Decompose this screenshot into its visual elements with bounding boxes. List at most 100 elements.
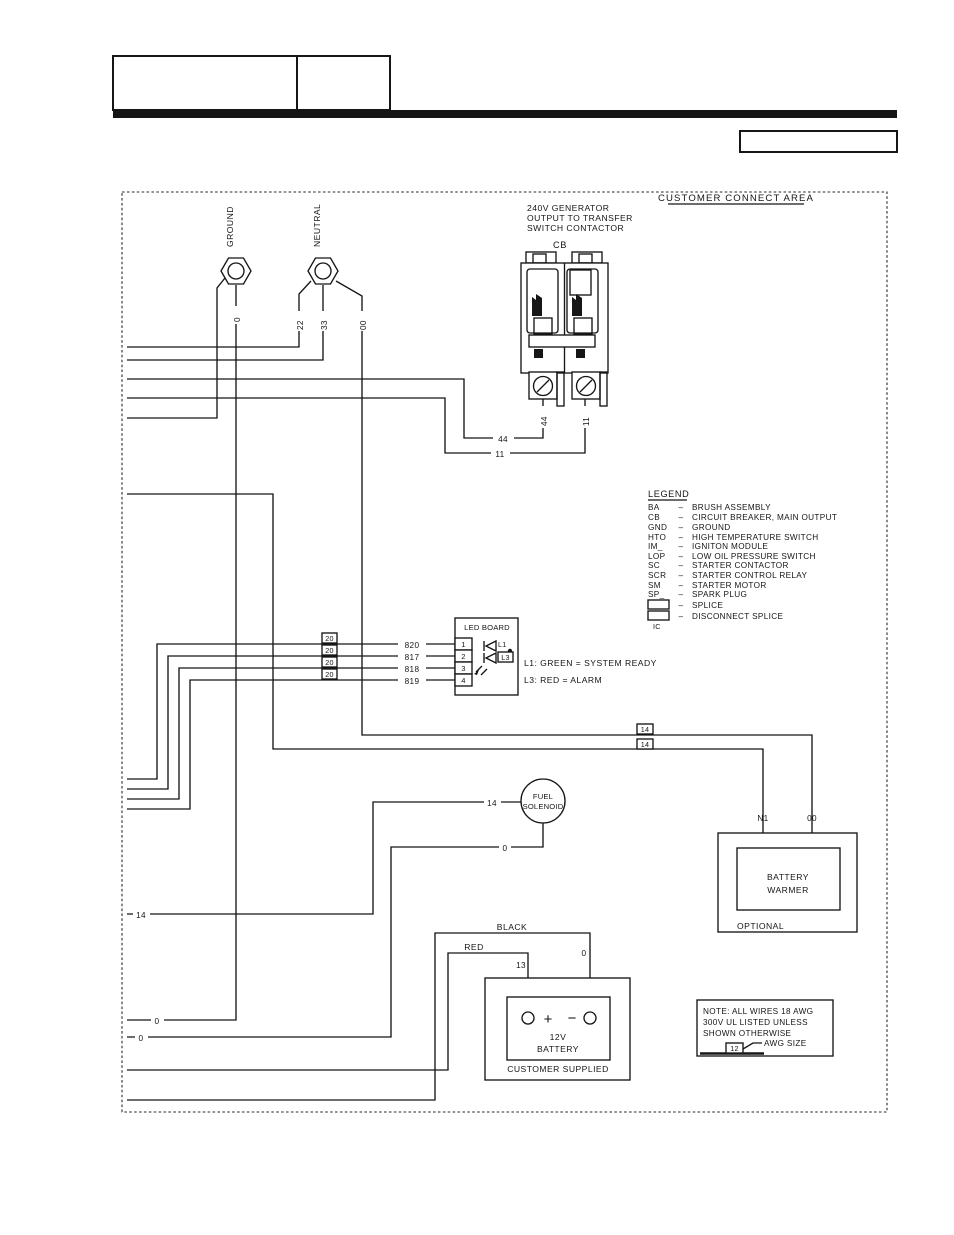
cb-stub-right bbox=[599, 371, 608, 407]
wire-label-0-battery: 0 bbox=[582, 949, 587, 958]
led-board-title: LED BOARD bbox=[464, 623, 510, 632]
legend-sep: – bbox=[679, 552, 684, 561]
wire-labels: 0 22 33 00 44 11 44 11 820 817 818 819 2… bbox=[133, 306, 817, 1043]
plate-44v bbox=[537, 406, 549, 428]
ground-label: GROUND bbox=[225, 206, 235, 247]
legend-desc: HIGH TEMPERATURE SWITCH bbox=[692, 533, 818, 542]
wire-0-fuel-solenoid bbox=[127, 823, 544, 1038]
awg20-box-3 bbox=[321, 656, 338, 668]
led-note-l1: L1: GREEN = SYSTEM READY bbox=[524, 658, 657, 668]
wire-817 bbox=[127, 655, 455, 790]
led-l3-tag-box bbox=[497, 651, 514, 663]
battery-warmer-line2: WARMER bbox=[767, 885, 809, 895]
led-l1-diode-icon bbox=[484, 639, 497, 653]
battery-plus-sign: + bbox=[544, 1011, 553, 1028]
plate-11h bbox=[491, 448, 510, 458]
wire-22 bbox=[127, 280, 312, 348]
legend-sep: – bbox=[679, 601, 684, 610]
awg-note: NOTE: ALL WIRES 18 AWG 300V UL LISTED UN… bbox=[696, 999, 834, 1057]
legend-sep: – bbox=[679, 571, 684, 580]
area-title-text: CUSTOMER CONNECT AREA bbox=[658, 193, 814, 204]
wire-label-0-ground-border: 0 bbox=[155, 1017, 160, 1026]
title-block bbox=[112, 55, 898, 153]
led-note-l3: L3: RED = ALARM bbox=[524, 675, 602, 685]
wire-label-00: 00 bbox=[359, 320, 368, 330]
plate-817 bbox=[398, 651, 426, 661]
plate-11v bbox=[579, 406, 591, 428]
cb-slot-right bbox=[566, 268, 599, 334]
legend-abbr: IM_ bbox=[648, 542, 663, 551]
battery-inner-box bbox=[506, 996, 611, 1061]
legend-sep: – bbox=[679, 503, 684, 512]
legend-disconnect-splice-desc: DISCONNECT SPLICE bbox=[692, 612, 784, 621]
fuel-solenoid-line2: SOLENOID bbox=[523, 802, 564, 811]
led-l1-label: L1 bbox=[498, 640, 506, 649]
cb-mark-right bbox=[576, 349, 585, 358]
ground-lug: GROUND bbox=[220, 206, 252, 285]
plate-44h bbox=[493, 433, 514, 443]
wire-label-820: 820 bbox=[405, 641, 420, 650]
cb-toggle-right bbox=[572, 294, 582, 316]
area-title: CUSTOMER CONNECT AREA bbox=[658, 193, 814, 205]
circuit-breaker: CB 240V GENERATOR OUTPUT TO TRANSFER SWI… bbox=[520, 203, 632, 407]
legend-abbr: BA bbox=[648, 503, 660, 512]
wire-label-0-solenoid: 0 bbox=[503, 844, 508, 853]
led-terminal-1-label: 1 bbox=[461, 640, 465, 649]
wire-label-44-horiz: 44 bbox=[498, 435, 508, 444]
led-terminal-3-label: 3 bbox=[461, 664, 465, 673]
plate-0 bbox=[230, 306, 242, 324]
plate-820 bbox=[398, 639, 426, 649]
wire-label-22: 22 bbox=[296, 320, 305, 330]
legend-desc: CIRCUIT BREAKER, MAIN OUTPUT bbox=[692, 513, 837, 522]
splice-symbol bbox=[647, 599, 670, 610]
ground-lug-hole bbox=[227, 262, 245, 280]
cb-screw-left-slot bbox=[536, 379, 550, 393]
legend-sep: – bbox=[679, 561, 684, 570]
battery-negative-terminal bbox=[583, 1011, 597, 1025]
awg-note-line1: NOTE: ALL WIRES 18 AWG bbox=[703, 1007, 813, 1016]
diagram-border bbox=[121, 191, 888, 1113]
legend-splice-desc: SPLICE bbox=[692, 601, 723, 610]
wire-label-33: 33 bbox=[320, 320, 329, 330]
battery-minus-sign: − bbox=[568, 1010, 577, 1027]
wire-label-14-solenoid: 14 bbox=[487, 799, 497, 808]
neutral-lug-hole bbox=[314, 262, 332, 280]
awg20-label-4: 20 bbox=[325, 670, 333, 679]
wire-33 bbox=[127, 285, 324, 361]
led-l3-label: L3 bbox=[501, 653, 509, 662]
plate-0-ground-border bbox=[151, 1015, 164, 1025]
legend-desc: STARTER CONTROL RELAY bbox=[692, 571, 808, 580]
header-rule bbox=[113, 110, 897, 118]
led-arrow-head bbox=[474, 670, 479, 675]
battery: + − 12V BATTERY CUSTOMER SUPPLIED bbox=[484, 977, 631, 1081]
cb-label: CB bbox=[553, 240, 567, 250]
awg12-box bbox=[725, 1042, 744, 1054]
battery-warmer-inner-box bbox=[736, 847, 841, 911]
wire-label-44-vert: 44 bbox=[540, 416, 549, 426]
cb-toggle-left bbox=[532, 294, 542, 316]
neutral-label: NEUTRAL bbox=[312, 204, 322, 247]
legend-abbr: SCR bbox=[648, 571, 666, 580]
cb-latch-left bbox=[533, 317, 553, 335]
disconnect-splice-symbol bbox=[647, 610, 670, 621]
legend-desc: STARTER CONTACTOR bbox=[692, 561, 789, 570]
cb-stub-left bbox=[556, 371, 565, 407]
battery-warmer: BATTERY WARMER OPTIONAL bbox=[717, 832, 858, 933]
wire-red-13 bbox=[127, 952, 529, 1071]
awg14-box-1 bbox=[636, 723, 654, 735]
plate-33 bbox=[317, 311, 329, 331]
wire-n1-to-warmer bbox=[127, 493, 764, 848]
awg20-box-1 bbox=[321, 632, 338, 644]
legend-desc: IGNITON MODULE bbox=[692, 542, 768, 551]
wire-820 bbox=[127, 643, 455, 780]
wire-label-0-ground: 0 bbox=[233, 317, 242, 322]
plate-14-solenoid bbox=[484, 797, 501, 807]
fuel-solenoid: FUEL SOLENOID bbox=[520, 778, 566, 824]
revision-box bbox=[739, 130, 898, 153]
wire-label-00-warmer: 00 bbox=[807, 814, 817, 823]
wire-label-0-sol-border: 0 bbox=[139, 1034, 144, 1043]
cb-mark-left bbox=[534, 349, 543, 358]
fuel-solenoid-line1: FUEL bbox=[533, 792, 553, 801]
battery-warmer-line1: BATTERY bbox=[767, 872, 809, 882]
